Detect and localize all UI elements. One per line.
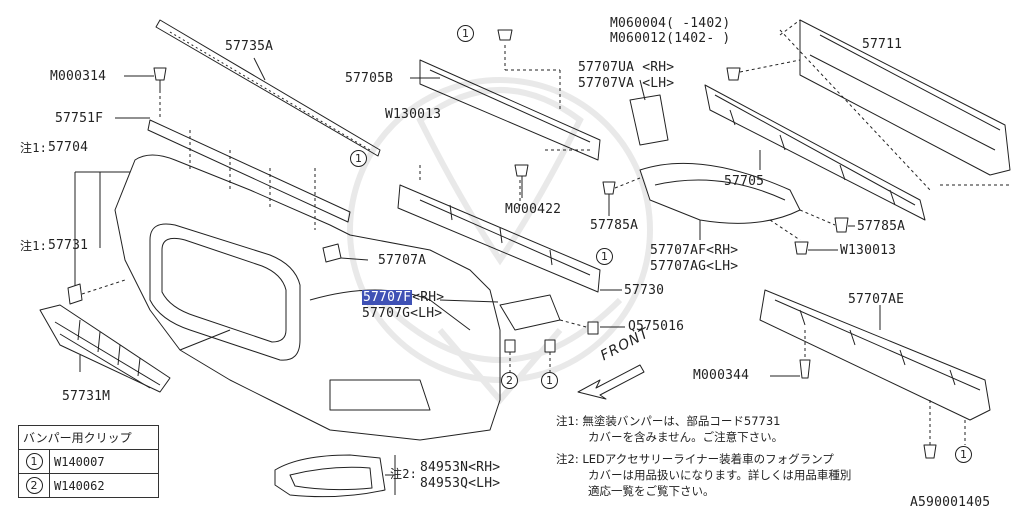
label-w130013-left: W130013 [385, 107, 442, 122]
label-m000422: M000422 [505, 202, 562, 217]
label-m060012: M060012(1402- ) [610, 31, 731, 46]
label-57707ag: 57707AG<LH> [650, 259, 739, 274]
label-57785a-right: 57785A [857, 219, 906, 234]
label-57707ae: 57707AE [848, 292, 905, 307]
label-84953n: 84953N<RH> [420, 460, 501, 475]
label-57707va: 57707VA <LH> [578, 76, 675, 91]
clip-table-header-row: バンパー用クリップ [18, 425, 159, 450]
fog-cover-84953n [274, 454, 386, 498]
callout-1-grille: 1 [350, 150, 367, 167]
beam-57705b [419, 59, 601, 161]
strip-57735a [155, 19, 381, 157]
beam-57707ae [759, 289, 991, 421]
label-57704: 57704 [48, 140, 89, 155]
label-57751f: 57751F [55, 111, 104, 126]
clip-mark-1: 1 [25, 453, 43, 470]
label-m060004: M060004( -1402) [610, 16, 731, 31]
callout-1-absorber: 1 [596, 248, 613, 265]
label-57707af: 57707AF<RH> [650, 243, 739, 258]
clip-mark-2: 2 [25, 477, 43, 494]
clip-code-2: W140062 [49, 473, 159, 498]
label-q575016: Q575016 [628, 319, 685, 334]
label-57711: 57711 [862, 37, 903, 52]
clip-table-row: 1 W140007 [18, 449, 159, 474]
clip-table: バンパー用クリップ 1 W140007 2 W140062 [18, 425, 159, 498]
strip-57751f [147, 119, 351, 223]
bracket-57707af [639, 162, 801, 224]
note-marker-57731: 注1: [20, 239, 48, 253]
grille-57731m [39, 304, 171, 393]
callout-1-lower: 1 [541, 372, 558, 389]
bracket-57707f [499, 294, 561, 331]
absorber-57730 [397, 184, 601, 293]
note2-line3: 適応一覧をご覧下さい。 [588, 484, 715, 498]
note1-line2: カバーを含みません。ご注意下さい。 [588, 430, 784, 444]
callout-2-lower: 2 [501, 372, 518, 389]
absorber-57705 [704, 84, 926, 221]
note-marker-84953: 注2: [390, 467, 418, 481]
label-57707a: 57707A [378, 253, 427, 268]
label-84953q: 84953Q<LH> [420, 476, 501, 491]
label-57707f-code[interactable]: 57707F [362, 290, 413, 305]
note-marker-57704: 注1: [20, 141, 48, 155]
clip-table-row: 2 W140062 [18, 473, 159, 498]
label-m000314: M000314 [50, 69, 107, 84]
note2-line1: 注2: LEDアクセサリーライナー装着車のフォグランプ [556, 452, 834, 466]
label-57730: 57730 [624, 283, 665, 298]
label-57707ua: 57707UA <RH> [578, 60, 675, 75]
label-w130013-right: W130013 [840, 243, 897, 258]
label-m000344: M000344 [693, 368, 750, 383]
front-arrow [577, 364, 645, 400]
bracket-57707ua [629, 94, 669, 146]
label-57735a: 57735A [225, 39, 274, 54]
label-57785a-left: 57785A [590, 218, 639, 233]
reinforcement-57711 [799, 19, 1011, 176]
label-57707f[interactable]: 57707F<RH> [362, 290, 445, 305]
label-57705b: 57705B [345, 71, 394, 86]
label-57731m: 57731M [62, 389, 111, 404]
callout-1-right: 1 [955, 446, 972, 463]
note2-line2: カバーは用品扱いになります。詳しくは用品車種別 [588, 468, 852, 482]
callout-1-top: 1 [457, 25, 474, 42]
clip-code-1: W140007 [49, 449, 159, 474]
label-57731: 57731 [48, 238, 89, 253]
reference-code: A590001405 [910, 495, 991, 510]
label-57707g: 57707G<LH> [362, 306, 443, 321]
clip-table-header: バンパー用クリップ [18, 425, 159, 450]
label-57705: 57705 [724, 174, 765, 189]
note1-line1: 注1: 無塗装バンパーは、部品コード57731 [556, 414, 781, 428]
label-57707f-side: <RH> [412, 290, 445, 305]
bumper-face [114, 154, 501, 441]
